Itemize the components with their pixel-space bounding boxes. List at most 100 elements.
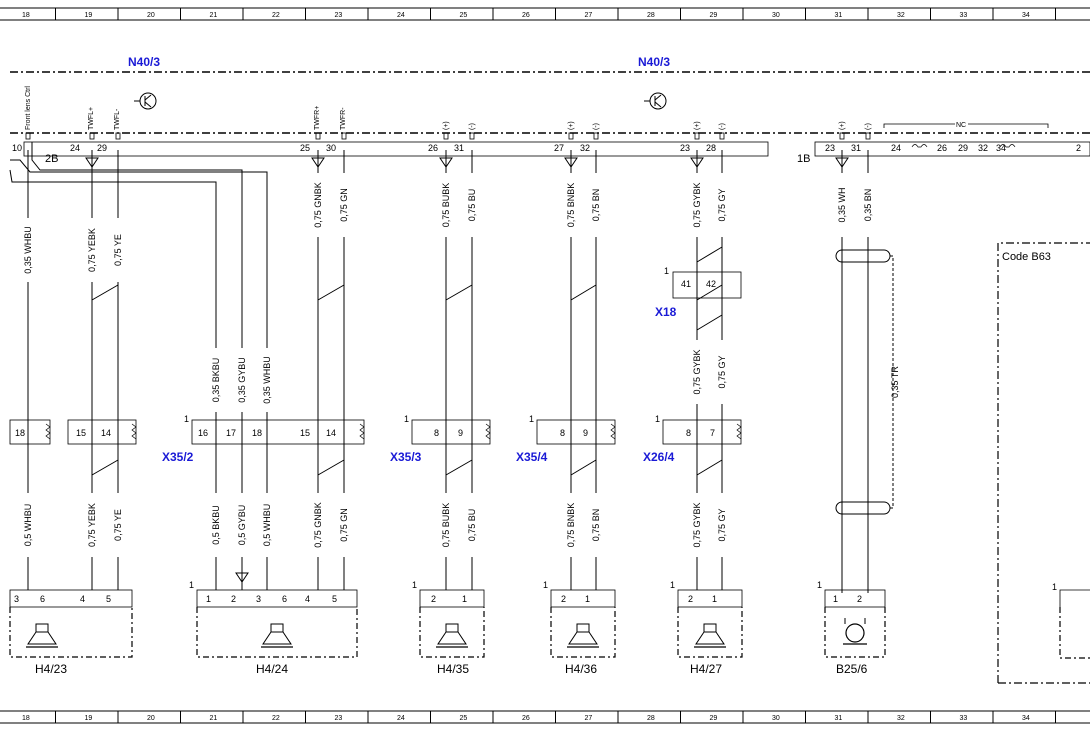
wire-label: 0,75 BNBK (566, 503, 576, 548)
ruler-column-number: 21 (210, 715, 218, 722)
mid-connector-num: 1 (184, 414, 189, 424)
pin-stub (839, 132, 845, 140)
ruler-column-number: 34 (1022, 12, 1030, 19)
top-pin-number: 23 (680, 143, 690, 153)
twist-mark (317, 284, 345, 301)
speaker-icon (261, 623, 293, 648)
ruler-column-number: 30 (772, 715, 780, 722)
component-num: 1 (670, 580, 675, 590)
top-pin-number: 24 (891, 143, 901, 153)
pin-label-twfr-plus: TWFR+ (314, 106, 321, 130)
pin-stub (719, 132, 725, 140)
pin-stub (341, 132, 347, 140)
wire-label: 0,5 WHBU (262, 504, 272, 547)
mid-connector-label: X35/3 (390, 450, 422, 464)
wire-label-bg (467, 173, 477, 237)
top-pin-number: 10 (12, 143, 22, 153)
top-pin-number: 29 (958, 143, 968, 153)
top-pin-number: 32 (580, 143, 590, 153)
speaker-icon (26, 623, 58, 648)
speaker-icon (436, 623, 468, 648)
mid-connector-pin: 15 (300, 428, 310, 438)
ruler-column-number: 24 (397, 715, 405, 722)
twist-mark (696, 246, 723, 263)
wire-label: 0,75 YEBK (87, 228, 97, 272)
ruler-column-number: 29 (710, 715, 718, 722)
top-pin-number: 32 (978, 143, 988, 153)
ruler-column-number: 30 (772, 12, 780, 19)
mid-connector-pin: 8 (686, 428, 691, 438)
ruler-column-number: 33 (960, 12, 968, 19)
wire-label-bg (339, 173, 349, 237)
wire-label: 0,35 WHBU (262, 356, 272, 404)
pin-label-front-lens: Front lens Ctrl (25, 86, 32, 130)
top-pin-number: 34 (996, 143, 1006, 153)
pin-stub (694, 132, 700, 140)
top-pin-number: 29 (97, 143, 107, 153)
mid-connector-pin: 14 (101, 428, 111, 438)
twist-mark (696, 459, 723, 476)
partial-component-right: 1 (1052, 582, 1090, 659)
wire-label-bg (441, 173, 451, 237)
wire-label: 0,75 BU (467, 509, 477, 542)
wire-label-bg (566, 493, 576, 557)
wire-label-bg (717, 493, 727, 557)
wire-label-bg (313, 173, 323, 237)
mid-connector-pin: 9 (458, 428, 463, 438)
mid-connector-num: 1 (529, 414, 534, 424)
wire-label-bg (87, 218, 97, 282)
ruler-column-number: 19 (85, 715, 93, 722)
wire-label-bg (87, 493, 97, 557)
pin-label-minus: (-) (469, 123, 476, 130)
wire-label-bg (467, 493, 477, 557)
mid-connector-pin: 18 (15, 428, 25, 438)
wire-label: 0,5 GYBU (237, 505, 247, 546)
component-pin: 2 (431, 594, 436, 604)
wire-label-bg (23, 218, 33, 282)
mid-connector-pin: 7 (710, 428, 715, 438)
twist-mark (570, 284, 597, 301)
x18-pin-41: 41 (681, 279, 691, 289)
mid-connector-label: X35/4 (516, 450, 548, 464)
ruler-column-number: 22 (272, 715, 280, 722)
wire-label: 0,5 BKBU (211, 505, 221, 545)
twist-mark (696, 314, 723, 331)
component-label: H4/35 (437, 662, 469, 676)
top-pin-number: 26 (937, 143, 947, 153)
component-pin: 3 (14, 594, 19, 604)
ruler-column-number: 23 (335, 715, 343, 722)
component-num: 1 (189, 580, 194, 590)
top-pin-number: 25 (300, 143, 310, 153)
connector-id-2b: 2B (45, 153, 58, 165)
shield-wire-label: 0,35 TR (890, 366, 900, 398)
twist-mark (91, 459, 119, 476)
mid-connector-label: X26/4 (643, 450, 675, 464)
pin-label-minus: (-) (719, 123, 726, 130)
wire-label: 0,75 GYBK (692, 349, 702, 394)
svg-text:1: 1 (1052, 582, 1057, 592)
wire-label-bg (113, 493, 123, 557)
ruler-column-number: 32 (897, 12, 905, 19)
ruler-column-number: 34 (1022, 715, 1030, 722)
twist-mark (445, 284, 473, 301)
nc-bracket: NC (883, 122, 1049, 129)
wire-label-bg (211, 348, 221, 412)
top-pin-number: 23 (825, 143, 835, 153)
top-pin-number: 31 (454, 143, 464, 153)
ruler-column-number: 26 (522, 715, 530, 722)
transistor-icon (644, 92, 667, 110)
wire-label: 0,75 GY (717, 355, 727, 388)
component-pin: 2 (857, 594, 862, 604)
nc-link-icon (911, 144, 928, 148)
wire-label: 0,75 GYBK (692, 182, 702, 227)
wire-label: 0,75 YE (113, 509, 123, 541)
top-pin-number: 2 (1076, 143, 1081, 153)
wire-label: 0,75 BN (591, 189, 601, 222)
wire-label-bg (23, 493, 33, 557)
component-pin: 4 (80, 594, 85, 604)
mid-connector-pin: 8 (434, 428, 439, 438)
pin-stub (469, 132, 475, 140)
